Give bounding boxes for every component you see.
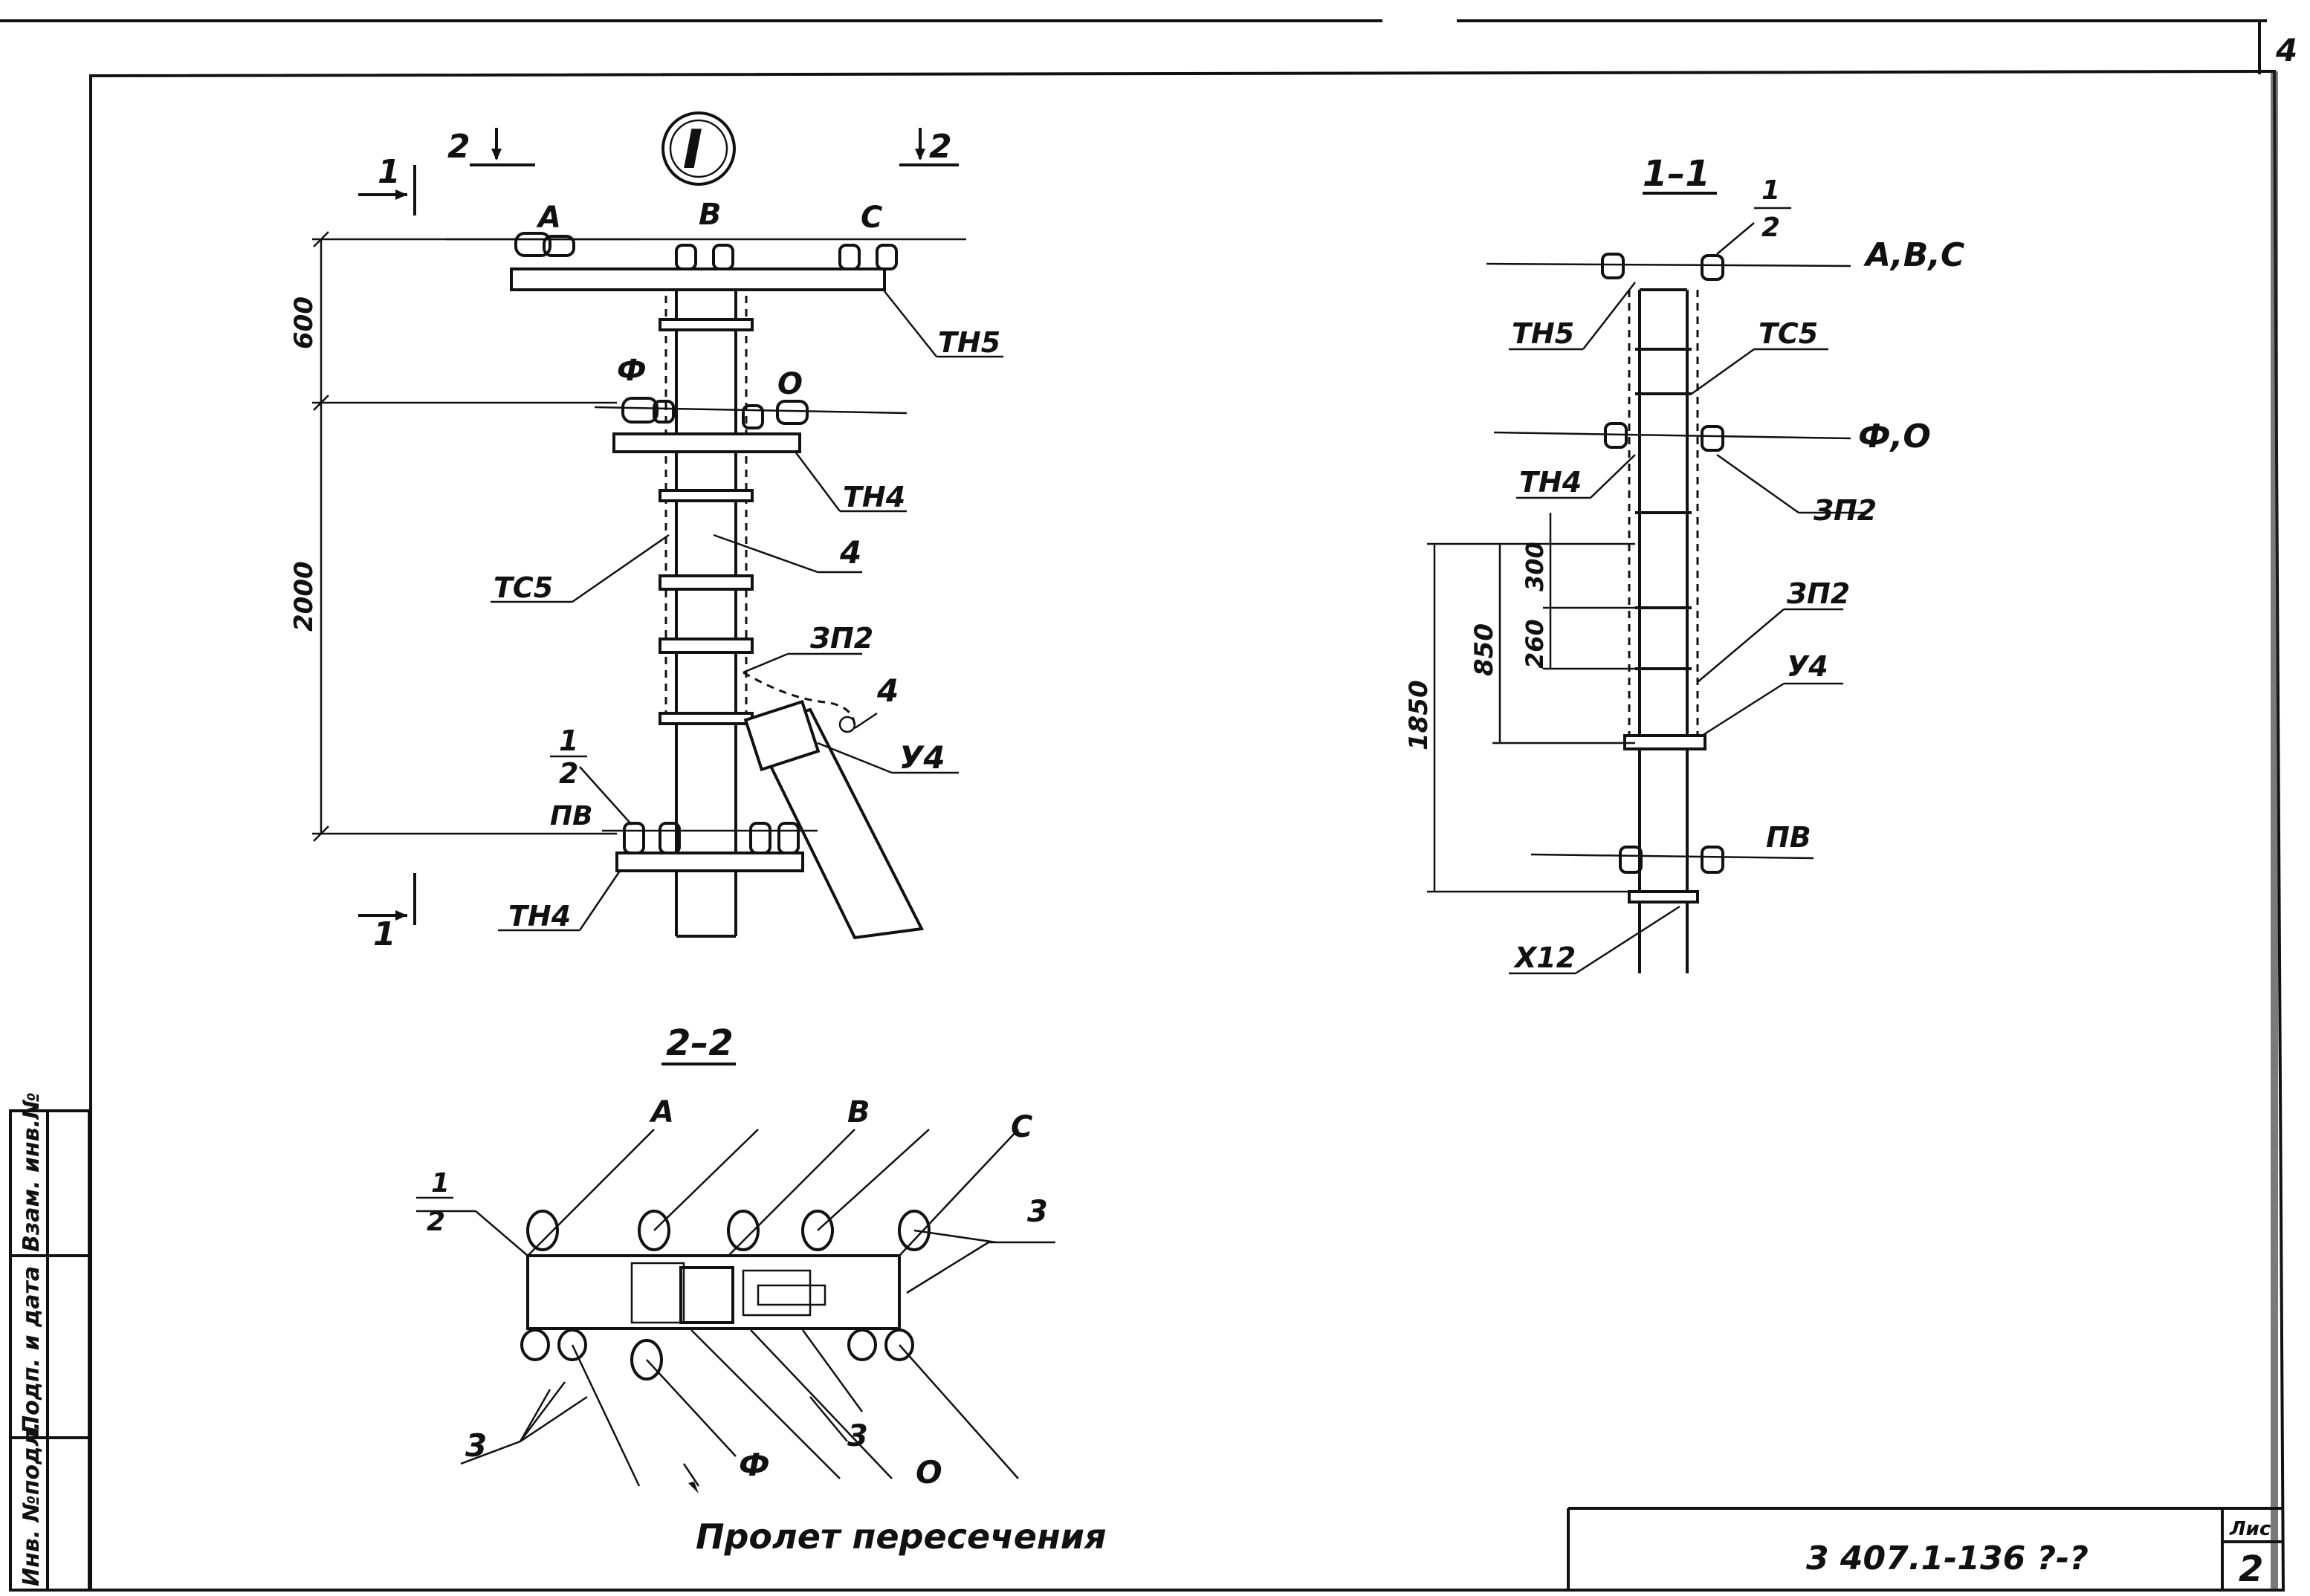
- crossarm-th5: [510, 267, 886, 291]
- phase-c-label: С: [861, 201, 882, 235]
- label-4-b: 4: [876, 672, 899, 709]
- section-1-label-top: 1: [378, 153, 401, 191]
- dim-260: 260: [1521, 619, 1549, 669]
- phase-b-plan-label: В: [847, 1095, 870, 1129]
- dim-2000: 2000: [289, 561, 319, 632]
- fraction-numerator: 1: [559, 724, 578, 757]
- sheet-label: Лис: [2229, 1518, 2271, 1540]
- stamp-signature-date: Подп. и дата: [19, 1266, 45, 1434]
- section-1-1-fraction-num: 1: [1761, 175, 1780, 206]
- section-1-1-label-tc5: ТС5: [1759, 317, 1818, 350]
- dim-850: 850: [1469, 623, 1499, 676]
- section-1-1-label-pv: ПВ: [1766, 821, 1811, 854]
- stamp-inv-no: Инв. №подл.: [19, 1421, 45, 1586]
- label-th4-top: ТН4: [843, 481, 905, 513]
- section-2-2-fraction-num: 1: [431, 1168, 450, 1198]
- sheet-frame: [0, 19, 2285, 1592]
- label-tc5: ТС5: [494, 571, 553, 604]
- node-marker-label: I: [683, 118, 703, 181]
- side-stamp: Инв. №подл. Подп. и дата Взам. инв.№: [9, 1092, 91, 1592]
- label-4-a: 4: [839, 534, 861, 571]
- section-1-1-label-th4: ТН4: [1519, 466, 1582, 499]
- section-1-1-label-zp2-a: ЗП2: [1813, 494, 1877, 527]
- dim-600: 600: [289, 296, 319, 349]
- section-1-1-label-zp2-b: ЗП2: [1786, 577, 1850, 610]
- phase-o-plan-label: О: [916, 1454, 942, 1490]
- phase-c-plan-label: С: [1011, 1110, 1032, 1144]
- phase-f-label: Ф: [617, 354, 647, 388]
- phases-abc-label: А,В,С: [1863, 236, 1964, 274]
- section-1-1-title: 1–1: [1643, 153, 1710, 195]
- section-view-2-2: [416, 1063, 1055, 1493]
- section-2-2-title: 2–2: [666, 1022, 734, 1064]
- dim-1850: 1850: [1404, 680, 1434, 750]
- section-1-1-label-u4: У4: [1787, 650, 1828, 683]
- section-2-label-right: 2: [929, 128, 952, 166]
- phase-a-plan-label: А: [649, 1095, 674, 1129]
- label-zp2: ЗП2: [809, 622, 873, 655]
- title-block: [1567, 1507, 2283, 1590]
- label-3-right: 3: [1027, 1195, 1048, 1229]
- section-2-label-left: 2: [447, 128, 470, 166]
- section-1-1-label-x12: Х12: [1513, 941, 1576, 974]
- label-th5: ТН5: [938, 326, 1000, 359]
- label-u4: У4: [899, 739, 945, 776]
- label-th4-bottom: ТН4: [508, 900, 571, 932]
- stamp-replaced-inv: Взам. инв.№: [19, 1092, 45, 1252]
- page-number-fragment: 4: [2275, 32, 2297, 68]
- section-1-1-label-th5: ТН5: [1512, 317, 1574, 350]
- fraction-denominator: 2: [559, 757, 578, 790]
- main-view: [312, 111, 1003, 940]
- crossarm-th4-bottom: [615, 851, 804, 872]
- crossarm-th4-top: [612, 432, 801, 453]
- section-view-1-1: [1427, 192, 1866, 975]
- label-pv: ПВ: [550, 801, 593, 831]
- phase-b-label: В: [699, 198, 722, 232]
- phase-o-label: О: [777, 367, 803, 401]
- crossing-span-caption: Пролет пересечения: [696, 1516, 1107, 1557]
- label-3-middle: 3: [847, 1419, 868, 1453]
- section-1-label-bottom: 1: [373, 915, 396, 953]
- section-2-2-fraction-den: 2: [427, 1207, 445, 1237]
- node-marker-circle: [661, 111, 736, 186]
- label-3-left: 3: [465, 1427, 487, 1464]
- phases-fo-label: Ф,О: [1858, 418, 1931, 455]
- dim-300: 300: [1521, 542, 1549, 591]
- section-1-1-fraction-den: 2: [1761, 213, 1780, 243]
- sheet-number: 2: [2239, 1548, 2263, 1590]
- phase-a-label: А: [536, 201, 561, 235]
- phase-f-plan-label: Ф: [739, 1447, 770, 1483]
- document-code: 3 407.1-136 ?-?: [1806, 1540, 2089, 1577]
- grounding-wire-zp2: [742, 671, 856, 729]
